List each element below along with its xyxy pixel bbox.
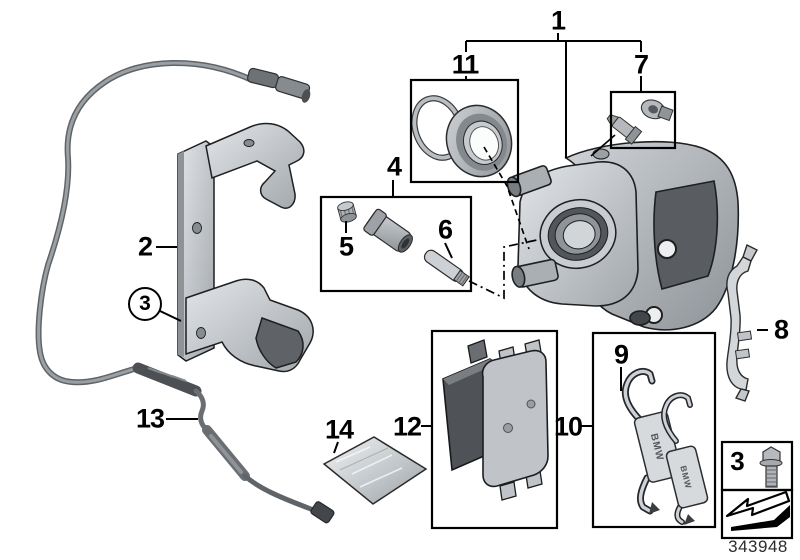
callout-6[interactable]: 6 (437, 214, 453, 245)
callout-3-inset[interactable]: 3 (730, 446, 745, 476)
callout-lines (156, 33, 768, 454)
caliper-piston-bore (539, 199, 617, 269)
guide-bush-kit (337, 201, 470, 287)
callout-1[interactable]: 1 (550, 5, 566, 36)
leader-part7 (590, 134, 616, 157)
plug-part5 (337, 201, 357, 223)
box-part12 (430, 329, 559, 530)
mounting-bolt (759, 446, 783, 488)
line-part3-circle (159, 310, 182, 322)
callout-14[interactable]: 14 (324, 414, 354, 445)
brake-pad-set (442, 339, 549, 501)
piston-seal-ring-kit (411, 95, 513, 178)
callout-11[interactable]: 11 (451, 49, 480, 80)
line-part14 (333, 441, 339, 454)
line-part6 (444, 242, 453, 259)
sensor-connector-icon (247, 67, 311, 103)
callout-9[interactable]: 9 (613, 339, 629, 370)
box-part4 (319, 195, 473, 293)
callout-2[interactable]: 2 (137, 231, 153, 262)
retaining-clip-rear: BMW (661, 392, 709, 525)
caliper-carrier (177, 122, 314, 373)
brake-caliper (506, 140, 740, 331)
drawing-number: 343948 (728, 537, 788, 556)
brake-pad-wear-sensor-wire (35, 59, 335, 524)
callout-7[interactable]: 7 (633, 49, 649, 80)
callout-8[interactable]: 8 (773, 314, 789, 345)
bleeder-valve-kit (606, 99, 674, 145)
box-direction-arrow (720, 488, 794, 540)
callout-4[interactable]: 4 (386, 151, 402, 182)
guide-bushing (363, 208, 413, 253)
dashed-leaders (468, 146, 538, 300)
callout-5[interactable]: 5 (338, 231, 354, 262)
direction-arrow-icon (725, 490, 791, 531)
callout-3-circled[interactable]: 3 (128, 287, 162, 321)
box-part11 (409, 78, 520, 184)
caliper-guide-lug-lower (511, 258, 559, 288)
grease-packet (322, 436, 428, 505)
anti-rattle-spring (726, 244, 758, 402)
guide-pin-part6 (423, 249, 470, 287)
leader-part11 (483, 146, 530, 250)
group-boxes (319, 78, 794, 540)
bracket-line-part1 (465, 33, 642, 158)
box-part10 (591, 331, 717, 529)
callout-13[interactable]: 13 (135, 403, 165, 434)
box-part7 (609, 90, 677, 150)
callout-10[interactable]: 10 (553, 411, 583, 442)
callout-12[interactable]: 12 (392, 411, 422, 442)
callout-3-text: 3 (139, 292, 151, 315)
leader-part4 (468, 239, 538, 300)
